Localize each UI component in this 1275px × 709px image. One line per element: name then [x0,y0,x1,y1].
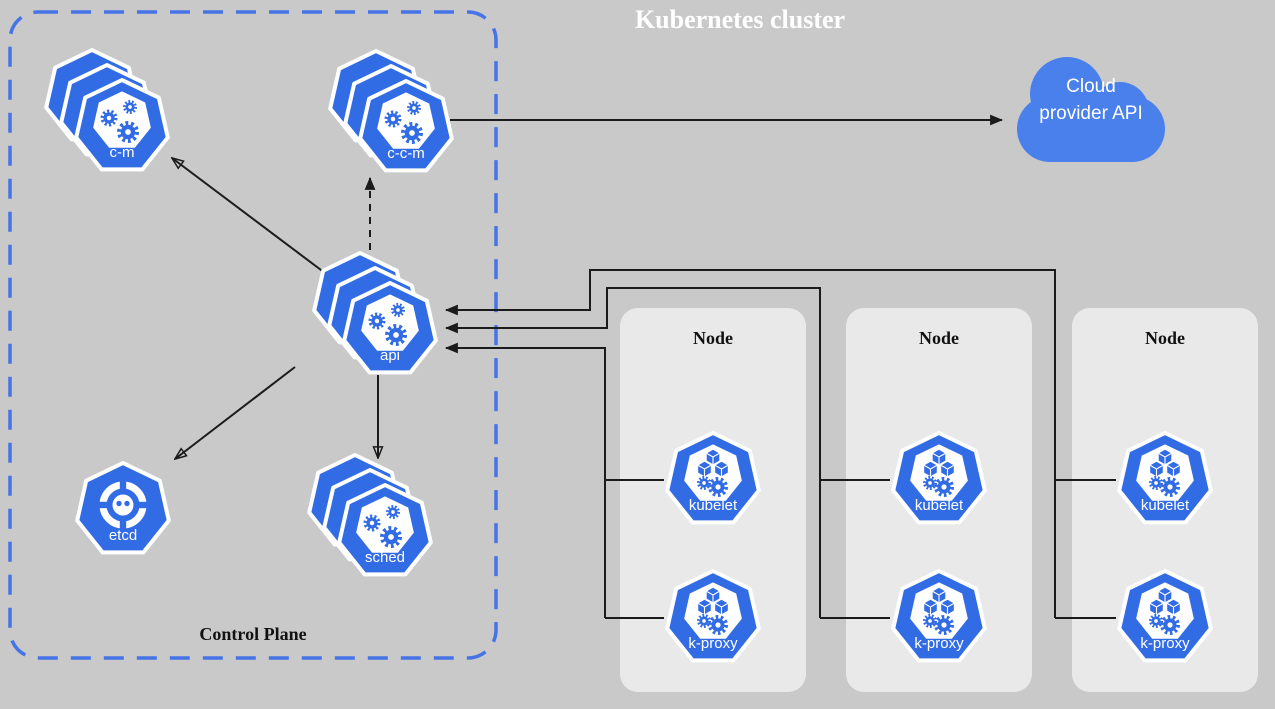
scheduler-icon: sched [304,451,436,583]
node2-kubelet-icon: kubelet [888,429,990,531]
edge-node2-to-api [444,287,821,618]
cloud-controller-manager-label: c-c-m [387,145,425,162]
k-proxy-label: k-proxy [1140,635,1190,652]
scheduler-label: sched [364,549,406,566]
control-plane-boundary [8,10,498,660]
edge-node3-to-api [444,269,1056,618]
k-proxy-label: k-proxy [914,635,964,652]
controller-manager-label: c-m [109,144,135,161]
node2-kproxy-icon: k-proxy [888,567,990,669]
api-server-label: api [379,347,401,364]
edge-api-to-etcd [175,366,296,459]
node-label: Node [1145,328,1185,348]
controller-manager-icon: c-m [41,46,173,178]
edge-node2-branches [820,479,890,619]
edge-node3-branches [1055,479,1116,619]
diagram-title: Kubernetes cluster [634,5,846,34]
kubelet-label: kubelet [914,497,964,514]
kubelet-label: kubelet [1140,497,1190,514]
node1-kproxy-icon: k-proxy [662,567,764,669]
etcd-icon: etcd [72,459,174,561]
api-server-icon: api [309,249,441,381]
cloud-controller-manager-icon: c-c-m [325,47,457,179]
cloud-shape [1017,57,1165,162]
node-label: Node [919,328,959,348]
etcd-label: etcd [108,527,138,544]
node3-kubelet-icon: kubelet [1114,429,1216,531]
control-plane-label: Control Plane [199,624,307,644]
edge-node1-to-api [444,342,606,618]
node-label: Node [693,328,733,348]
node3-kproxy-icon: k-proxy [1114,567,1216,669]
cloud-provider-api-label: Cloud provider API [1039,76,1143,124]
edge-node1-branches [605,479,664,619]
node1-kubelet-icon: kubelet [662,429,764,531]
k-proxy-label: k-proxy [688,635,738,652]
kubelet-label: kubelet [688,497,738,514]
edge-api-to-cm [172,158,330,277]
